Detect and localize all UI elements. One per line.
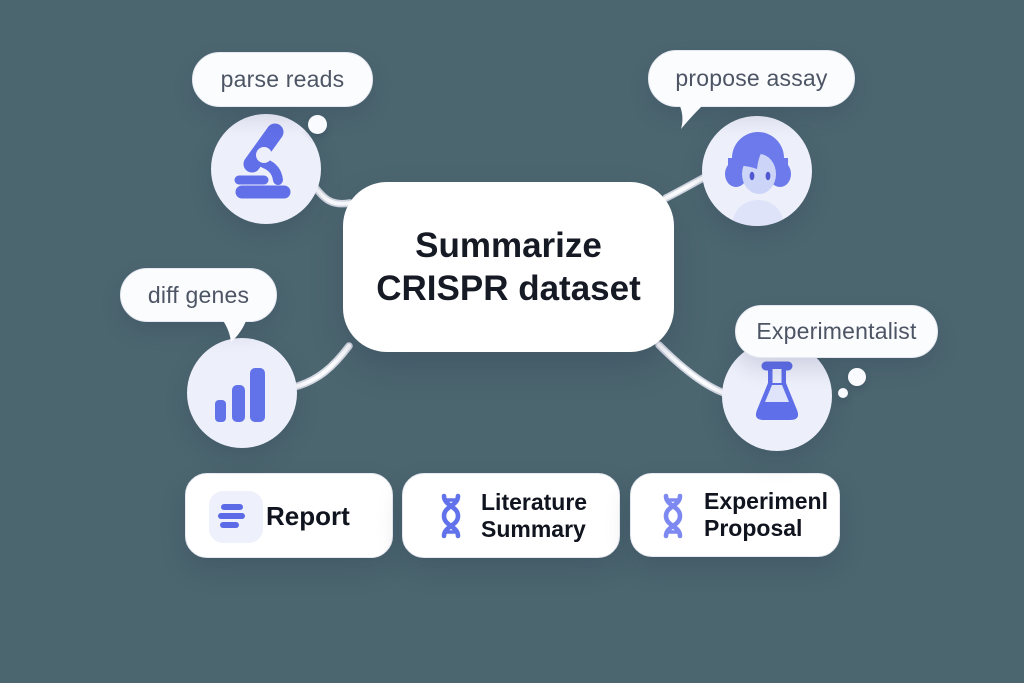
dna-icon (441, 493, 461, 539)
bubble-label: propose assay (675, 65, 828, 91)
microscope-icon (234, 123, 291, 199)
card-label-line1: Literature (481, 488, 588, 515)
card-label-line2: Proposal (704, 515, 803, 541)
speech-bubble-experimentalist: Experimentalist (735, 305, 938, 358)
speech-bubble-parse-reads: parse reads (192, 52, 373, 107)
thought-dot (838, 388, 848, 398)
bubble-tail (221, 318, 247, 342)
card-label-line1: Experimenl (704, 488, 828, 514)
flask-icon (755, 361, 799, 420)
bubble-label: diff genes (147, 281, 250, 308)
output-card-literature-summary: Literature Summary (402, 473, 620, 558)
dna-icon (663, 493, 683, 539)
bubble-tail (678, 102, 706, 129)
thought-dot (308, 115, 327, 134)
connector-barchart-to-node (290, 342, 353, 391)
task-node: Summarize CRISPR dataset (343, 182, 674, 352)
thought-dot (848, 368, 866, 386)
bar-chart-icon (215, 368, 265, 422)
agent-circle-microscope (211, 114, 321, 224)
bubble-label: Experimentalist (756, 318, 917, 344)
agent-circle-flask (722, 341, 832, 451)
card-label-line2: Summary (481, 515, 586, 542)
card-label: Report (266, 501, 350, 531)
task-node-line1: Summarize (415, 226, 602, 265)
card-label: Literature Summary (481, 489, 587, 543)
bubble-label: parse reads (220, 66, 345, 92)
connector-avatar-to-node (662, 173, 709, 202)
output-card-report: Report (185, 473, 393, 558)
agent-circle-scientist (702, 116, 812, 226)
connector-flask-to-node (655, 341, 728, 397)
card-label: Experimenl Proposal (704, 488, 828, 542)
scientist-avatar (725, 132, 791, 226)
agent-circle-barchart (187, 338, 297, 448)
speech-bubble-diff-genes: diff genes (120, 268, 277, 322)
output-card-experiment-proposal: Experimenl Proposal (630, 473, 840, 557)
speech-bubble-propose-assay: propose assay (648, 50, 855, 107)
report-lines-icon (209, 491, 263, 543)
task-node-line2: CRISPR dataset (376, 269, 641, 308)
